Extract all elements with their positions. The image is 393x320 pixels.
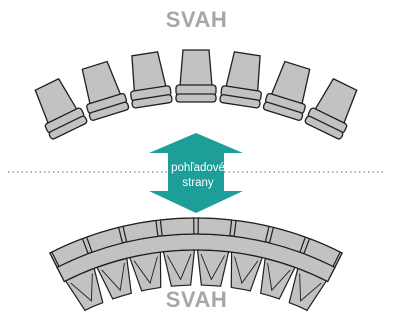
seat-fold xyxy=(133,256,158,285)
seat-icon xyxy=(304,77,358,140)
seat-icon xyxy=(81,60,130,121)
connected-seat-icon xyxy=(288,237,341,312)
seat-cushion xyxy=(268,226,307,253)
double-arrow-icon: pohľadové strany xyxy=(149,133,243,213)
seat-icon xyxy=(34,77,88,140)
seat-cushion xyxy=(159,217,195,237)
seat-fold xyxy=(234,256,259,285)
seat-front-edge xyxy=(88,101,130,121)
connected-seat-icon xyxy=(260,226,307,300)
arrow-shape xyxy=(149,133,243,213)
arrow-text-line1: pohľadové xyxy=(171,162,225,174)
seat-front-edge xyxy=(304,115,344,140)
seat-body xyxy=(162,249,196,287)
seat-cushion xyxy=(233,219,270,243)
seat-body xyxy=(64,267,104,312)
bottom-slope-label: SVAH xyxy=(165,287,228,312)
connected-seat-icon xyxy=(85,226,132,300)
seat-icon xyxy=(130,51,173,109)
seat-back xyxy=(225,51,261,93)
seat-fold xyxy=(200,253,226,281)
connected-seat-icon xyxy=(230,219,270,292)
seat-body xyxy=(196,249,230,287)
bottom-seat-row xyxy=(48,217,344,312)
connected-seat-icon xyxy=(51,237,104,312)
seat-cushion xyxy=(51,237,89,268)
seat-cushion xyxy=(85,226,124,253)
arrow-text-line2: strany xyxy=(182,177,214,189)
connected-seat-icon xyxy=(159,217,196,287)
seat-front-edge xyxy=(131,94,173,109)
seat-fold xyxy=(101,263,125,292)
seat-cushion xyxy=(197,217,233,237)
seat-cushion xyxy=(303,237,341,268)
seat-fold xyxy=(299,273,322,302)
seat-back xyxy=(179,49,213,87)
seat-fold xyxy=(267,263,291,292)
seat-front-edge xyxy=(262,101,304,121)
seat-body xyxy=(230,251,264,292)
seat-body xyxy=(260,257,296,300)
seat-front-edge xyxy=(219,94,261,109)
top-slope-label: SVAH xyxy=(165,7,228,32)
seat-front-edge xyxy=(48,115,88,140)
top-seat-row xyxy=(34,49,358,140)
seat-icon xyxy=(219,51,262,109)
seat-icon xyxy=(175,49,217,103)
seat-fold xyxy=(70,273,93,302)
seat-fold xyxy=(166,253,192,281)
connected-seat-icon xyxy=(122,219,162,292)
connected-seat-icon xyxy=(196,217,233,287)
seat-back xyxy=(131,51,167,93)
seat-body xyxy=(288,267,328,312)
seat-body xyxy=(128,251,162,292)
seat-body xyxy=(96,257,132,300)
seat-cushion xyxy=(122,219,159,243)
seat-front-edge xyxy=(175,93,217,103)
seat-icon xyxy=(262,60,311,121)
